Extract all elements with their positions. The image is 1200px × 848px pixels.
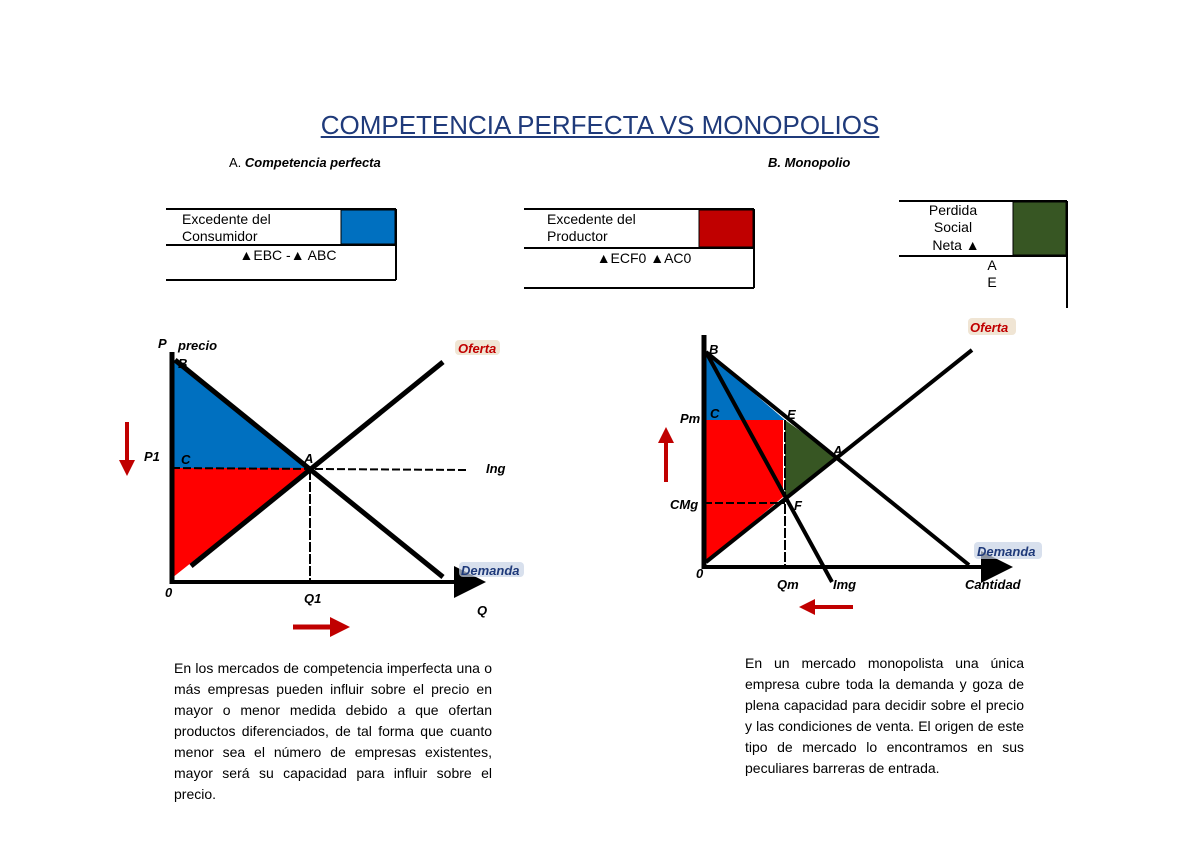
p1-label: P1 bbox=[144, 449, 160, 464]
legend-3-line2: Social bbox=[934, 219, 972, 235]
supply-label: Oferta bbox=[458, 341, 496, 356]
producer-surplus-legend: Excedente del Productor ▲ECF0 ▲AC0 bbox=[524, 208, 755, 289]
legend-3-line1: Perdida bbox=[929, 202, 977, 218]
legend-1-line2: Consumidor bbox=[182, 228, 258, 244]
ing-label: Ing bbox=[486, 461, 506, 476]
legend-2-line1: Excedente del bbox=[547, 211, 636, 227]
x-axis-label: Cantidad bbox=[965, 577, 1022, 592]
section-b-heading: B. Monopolio bbox=[768, 155, 851, 170]
legend-3-formula-1: A bbox=[987, 257, 997, 273]
legend-1-formula: ▲EBC -▲ ABC bbox=[240, 247, 337, 263]
origin-label: 0 bbox=[165, 585, 173, 600]
x-axis-label: Q bbox=[477, 603, 487, 618]
supply-label: Oferta bbox=[970, 320, 1008, 335]
origin-label: 0 bbox=[696, 566, 704, 581]
consumer-surplus-swatch bbox=[340, 209, 396, 245]
cmg-label: CMg bbox=[670, 497, 698, 512]
monopoly-chart: B Pm C E A CMg F 0 Qm Img Cantidad Ofert… bbox=[658, 318, 1042, 615]
img-line bbox=[704, 351, 834, 583]
qm-label: Qm bbox=[777, 577, 799, 592]
producer-surplus-area bbox=[706, 420, 783, 562]
point-b-label: B bbox=[709, 342, 718, 357]
section-a-heading: A. Competencia perfecta bbox=[229, 155, 381, 170]
legend-3-line3: Neta ▲ bbox=[932, 237, 979, 253]
point-c-label: C bbox=[181, 452, 191, 467]
q1-label: Q1 bbox=[304, 591, 321, 606]
legend-2-line2: Productor bbox=[547, 228, 608, 244]
section-a-title: Competencia perfecta bbox=[244, 155, 381, 170]
y-axis-sublabel: precio bbox=[177, 338, 217, 353]
supply-line bbox=[704, 348, 974, 564]
left-description: En los mercados de competencia imperfect… bbox=[174, 660, 492, 802]
y-axis-label: P bbox=[158, 336, 167, 351]
legend-2-formula: ▲ECF0 ▲AC0 bbox=[597, 250, 692, 266]
ing-line bbox=[171, 467, 468, 471]
legend-1-line1: Excedente del bbox=[182, 211, 271, 227]
supply-line bbox=[189, 360, 445, 568]
deadweight-loss-legend: Perdida Social Neta ▲ A E bbox=[899, 200, 1068, 308]
producer-surplus-swatch bbox=[698, 209, 754, 248]
deadweight-loss-area bbox=[785, 420, 837, 497]
deadweight-loss-swatch bbox=[1012, 201, 1067, 256]
point-a-label: A bbox=[832, 443, 842, 458]
img-label: Img bbox=[833, 577, 856, 592]
right-description: En un mercado monopolista una única empr… bbox=[745, 655, 1024, 776]
point-e-label: E bbox=[787, 407, 796, 422]
perfect-competition-chart: P precio B P1 C A Ing Oferta Demanda 0 Q… bbox=[119, 336, 524, 637]
consumer-surplus-legend: Excedente del Consumidor ▲EBC -▲ ABC bbox=[166, 208, 397, 281]
pm-label: Pm bbox=[680, 411, 701, 426]
point-c-label: C bbox=[710, 406, 720, 421]
point-b-label: B bbox=[178, 356, 187, 371]
demand-label: Demanda bbox=[461, 563, 520, 578]
page-title: COMPETENCIA PERFECTA VS MONOPOLIOS bbox=[320, 110, 880, 140]
demand-label: Demanda bbox=[977, 544, 1036, 559]
point-a-label: A bbox=[303, 451, 313, 466]
point-f-label: F bbox=[794, 498, 803, 513]
legend-3-formula-2: E bbox=[987, 274, 996, 290]
section-a-prefix: A. bbox=[229, 155, 242, 170]
